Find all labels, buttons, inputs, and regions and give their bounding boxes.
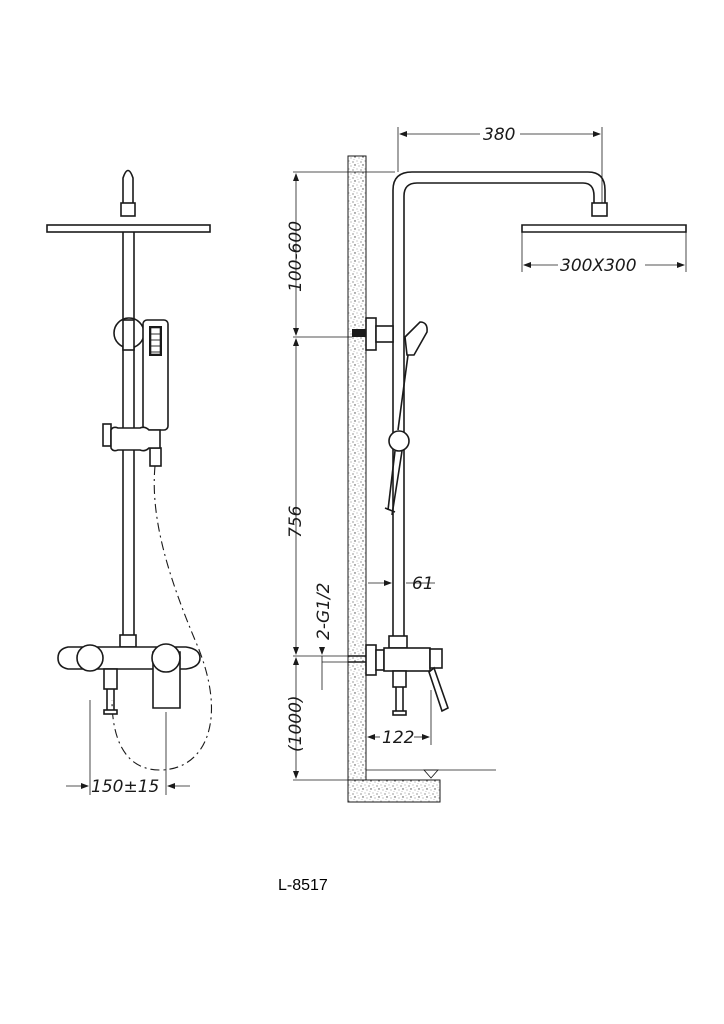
model-label: L-8517 xyxy=(278,877,328,894)
adjustable-height-text: 100-600 xyxy=(286,221,306,292)
inlet-spacing-text: 150±15 xyxy=(91,777,159,797)
front-hose xyxy=(111,465,212,771)
dim-inlet-thread: 2-G1/2 xyxy=(314,583,352,690)
front-head-nut xyxy=(120,202,136,217)
front-slider-holder xyxy=(102,423,161,452)
front-shower-head xyxy=(46,224,211,233)
dim-head-projection: 380 xyxy=(397,125,603,203)
dim-inlet-spacing: 150±15 xyxy=(66,700,190,797)
front-mixer xyxy=(57,634,201,715)
wall-section xyxy=(347,155,367,781)
side-shower-head xyxy=(521,224,687,233)
dim-rail-offset: 61 xyxy=(368,574,435,594)
head-projection-text: 380 xyxy=(483,125,515,145)
head-size-text: 300X300 xyxy=(560,256,637,276)
dim-head-size: 300X300 xyxy=(521,232,687,276)
slide-bar-length-text: 756 xyxy=(286,505,306,538)
dim-vertical-stack: 100-600 756 (1000) xyxy=(286,171,395,781)
front-hand-shower xyxy=(142,319,169,467)
mixer-depth-text: 122 xyxy=(382,728,414,748)
inlet-thread-text: 2-G1/2 xyxy=(314,583,334,640)
mixer-height-text: (1000) xyxy=(286,695,306,752)
side-hand-shower xyxy=(384,321,428,516)
side-view: 380 300X300 100-600 756 (1000) xyxy=(286,125,687,803)
rail-offset-text: 61 xyxy=(412,574,434,594)
side-mixer xyxy=(348,635,449,716)
front-view: 150±15 xyxy=(46,169,212,797)
floor-section xyxy=(347,779,441,803)
side-wall-bracket xyxy=(352,317,394,351)
front-rail-top-tip xyxy=(122,169,134,205)
dim-mixer-depth: 122 xyxy=(367,690,432,748)
